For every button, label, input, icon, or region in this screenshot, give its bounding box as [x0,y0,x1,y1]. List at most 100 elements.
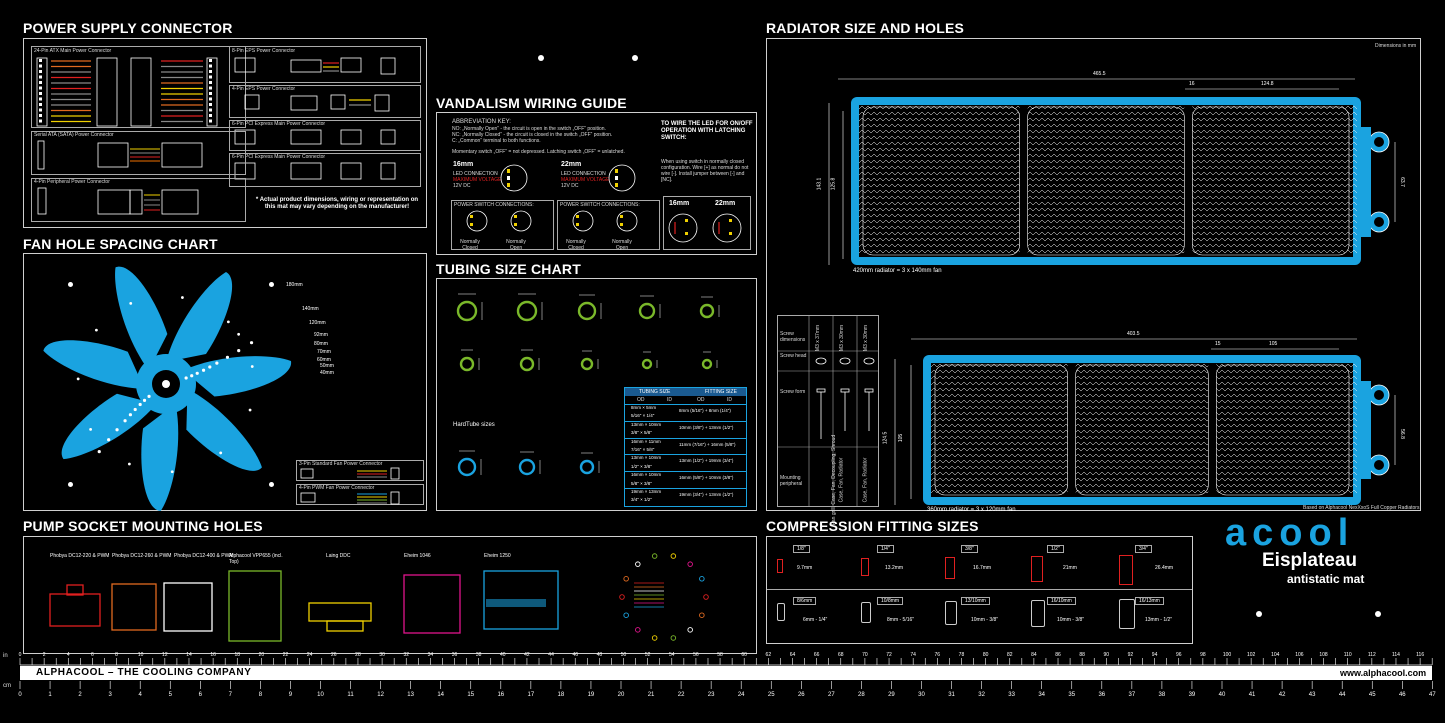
ruler-inch-tick: 46 [572,652,578,658]
fan-4pin-diagram [300,491,400,505]
r1-h1: 143.1 [816,177,823,191]
tube-ring [456,300,478,322]
fan-hole-dot [225,355,230,359]
table-row-separator [625,454,746,471]
power-supply-panel: 24-Pin ATX Main Power Connector 8-Pin EP… [23,38,427,228]
r1-h2: 125.8 [830,177,837,191]
ruler-cm-tick: 33 [1008,692,1015,698]
table-row-separator [625,437,746,455]
r1-length: 465.5 [1093,71,1106,77]
tubing-table: TUBING SIZE FITTING SIZE OD ID OD ID 8mm… [624,387,747,507]
fan-hole-dot [89,427,92,431]
sata-label: Serial ATA (SATA) Power Connector [34,132,114,138]
pump-label: Phobya DC12-220 & PWM [50,553,110,559]
fan-hole-dot [94,328,98,332]
pump-label: Alphacool VPP655 (incl. Top) [229,553,283,565]
fan-hole-dot [184,376,188,380]
fan-hole-dot [190,374,194,378]
fan-4pin-label: 4-Pin PWM Fan Power Connector [299,485,375,491]
ruler-inch-tick: 50 [621,652,627,658]
table-cell-fitting: 16mm (5/8") + 10mm (3/8") [679,475,734,481]
ruler-cm-tick: 36 [1098,692,1105,698]
ruler-inch-tick: 6 [91,652,94,658]
abbrev-key-title: ABBREVIATION KEY: [452,119,511,125]
r2-port: 105 [1269,341,1278,347]
fitting-dim: 10mm - 3/8" [971,617,999,623]
fitting-dim: 13.2mm [885,565,904,571]
mat-hole [632,55,638,61]
momentary-note: Momentary switch „OFF“ = not depressed. … [452,149,625,155]
fan-hole-dot [97,449,101,454]
switch-16mm-diagram [500,164,528,192]
normally-closed-22: Normally Closed [566,239,586,251]
pump-hole [651,635,658,641]
ruler-inch-tick: 26 [331,652,337,658]
ruler-inch-tick: 92 [1128,652,1134,658]
fan-size-label: 70mm [317,349,331,355]
dimensions-note: * Actual product dimensions, wiring or r… [255,197,419,210]
screw-row-dims: Screw dimensions [780,331,806,343]
ruler-cm-tick: 19 [588,692,595,698]
pcie6-subpanel [229,153,421,187]
fan-size-label: 50mm [320,363,334,369]
unit-inch: in [3,653,8,659]
fan-hole-dot [237,332,241,336]
table-head-tubing: TUBING SIZE [639,389,671,395]
ruler-inch-tick: 44 [548,652,554,658]
table-cell-tubing: 16mm × 10mm [631,472,662,478]
product-subtitle: antistatic mat [1287,572,1365,586]
mat-hole [1375,611,1381,617]
normally-open-22: Normally Open [612,239,632,251]
tube-ring [701,358,713,370]
eps4-connector-diagram [244,94,390,112]
fan-size-label: 80mm [314,341,328,347]
dims-note: Dimensions in mm [1375,43,1417,49]
ruler-cm-tick: 32 [978,692,985,698]
fan-hole-dot [248,408,252,412]
ruler-inch-tick: 72 [886,652,892,658]
ruler-inch-tick: 62 [766,652,772,658]
r1-caption: 420mm radiator = 3 x 140mm fan [853,268,942,274]
pump-hole [670,553,677,559]
ruler-cm-tick: 9 [289,692,293,698]
fan-hole-dot [195,371,199,375]
psc-22-panel [557,200,660,250]
ruler-cm-tick: 37 [1129,692,1136,698]
radiator-title: RADIATOR SIZE AND HOLES [766,20,965,36]
peripheral-label: 4-Pin Peripheral Power Connector [34,179,110,185]
fan-hole-dot [133,407,137,412]
fan-hole-dot [250,365,254,368]
pump-hole [699,576,705,582]
fan-hole-dot [115,428,119,432]
pcie8-label: 6-Pin PCI Express Main Power Connector [232,121,326,127]
ruler-inch-tick: 20 [259,652,265,658]
pump-label: Laing DDC [326,553,351,559]
ruler-cm-tick: 1 [48,692,52,698]
ruler-inch-tick: 38 [476,652,482,658]
pump-hole [623,612,629,618]
ruler-inch-tick: 90 [1104,652,1110,658]
ruler-cm-tick: 3 [108,692,112,698]
table-cell-tubing: 7/16" × 5/8" [631,447,655,452]
led-wire-diagram [668,213,742,243]
pcie8-subpanel [229,120,421,151]
ruler-cm-tick: 47 [1429,692,1436,698]
tube-ring [518,458,536,476]
fan-size-label: 140mm [302,306,319,312]
eps8-label: 8-Pin EPS Power Connector [232,48,296,54]
ruler-inch-tick: 88 [1079,652,1085,658]
ruler-inch-tick: 28 [355,652,361,658]
ruler-inch-tick: 60 [741,652,747,658]
fitting-thread-label: 1/2" [1047,545,1064,553]
table-cell-tubing: 5/8" × 3/8" [631,480,652,486]
tube-ring [638,302,656,320]
atx-label: 24-Pin ATX Main Power Connector [34,48,112,54]
pump-hole [651,553,658,559]
ruler-cm-tick: 43 [1309,692,1316,698]
ruler-cm-tick: 40 [1219,692,1226,698]
vandalism-panel: ABBREVIATION KEY: NO: „Normally Open“ - … [436,112,757,255]
fan-hole-dot [226,320,230,324]
fan-hole-dot [208,365,212,369]
ruler-cm-tick: 22 [678,692,685,698]
